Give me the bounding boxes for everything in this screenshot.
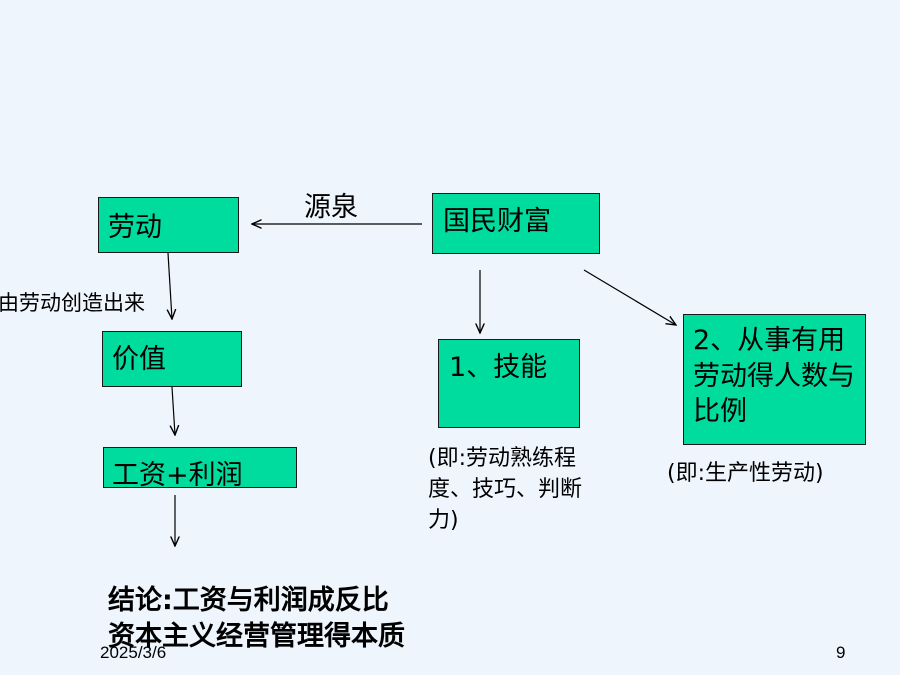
node-national-wealth: 国民财富	[432, 193, 600, 254]
footer-page-number: 9	[836, 643, 846, 662]
node-labor: 劳动	[98, 197, 239, 253]
arrow-labor-to-value	[168, 252, 172, 319]
skill-note: (即:劳动熟练程度、技巧、判断力)	[428, 446, 583, 533]
footer-date: 2025/3/6	[100, 643, 167, 662]
node-useful-labor-label: 2、从事有用劳动得人数与比例	[693, 325, 855, 428]
node-wage-profit-label: 工资+利润	[112, 460, 243, 491]
conclusion-line-2: 资本主义经营管理得本质	[108, 621, 405, 652]
node-value: 价值	[102, 331, 242, 387]
node-skill: 1、技能	[438, 339, 580, 428]
node-value-label: 价值	[112, 344, 166, 375]
node-useful-labor: 2、从事有用劳动得人数与比例	[683, 314, 866, 445]
arrow-wealth-to-useful-labor	[583, 269, 676, 325]
node-labor-label: 劳动	[108, 212, 162, 243]
edge-label-created-by-labor: 由劳动创造出来	[0, 291, 145, 315]
node-national-wealth-label: 国民财富	[443, 206, 551, 237]
useful-labor-note: (即:生产性劳动)	[667, 461, 824, 486]
node-skill-label: 1、技能	[449, 352, 548, 383]
arrow-value-to-wage-profit	[172, 386, 175, 435]
conclusion-line-1: 结论:工资与利润成反比	[108, 585, 389, 616]
node-wage-profit: 工资+利润	[103, 447, 297, 491]
edge-label-source: 源泉	[304, 192, 358, 223]
